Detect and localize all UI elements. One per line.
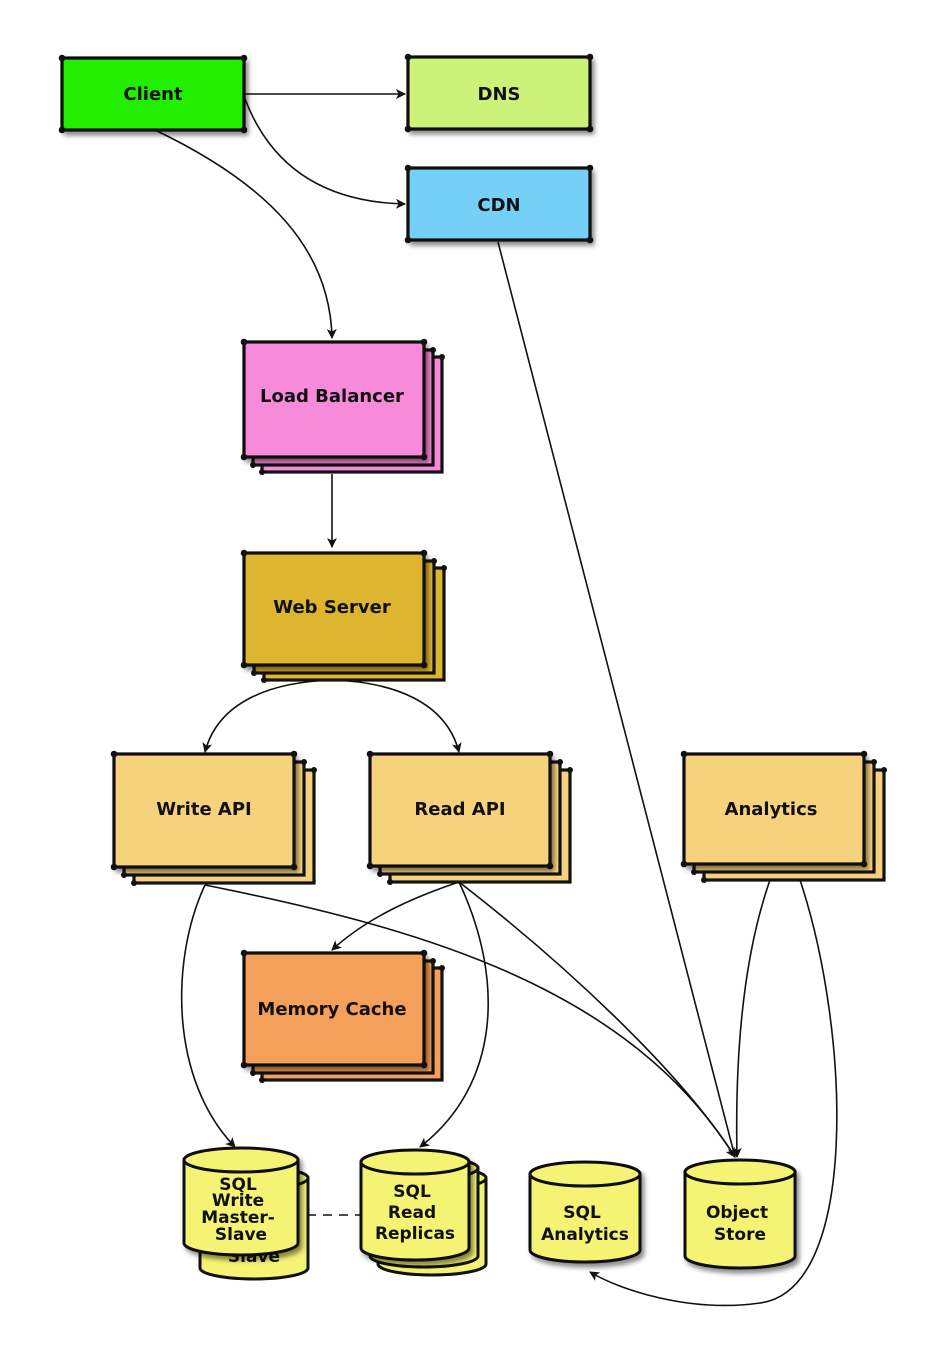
- node-sql-read[interactable]: SQL Read Replicas: [359, 1148, 488, 1277]
- edge-cdn-object-store: [497, 241, 738, 1158]
- cylinder-front: [528, 1160, 642, 1264]
- node-cdn-shape: [406, 166, 592, 242]
- node-sql-analytics[interactable]: SQL Analytics: [528, 1160, 642, 1264]
- edges: [154, 89, 838, 1307]
- edge-web-server-read-api: [331, 679, 462, 753]
- node-web-server-shape: [242, 551, 426, 667]
- corner-markers: [58, 54, 248, 134]
- corner-markers: [110, 750, 317, 886]
- node-client-label: Client: [123, 84, 183, 105]
- node-load-balancer[interactable]: Load Balancer: [240, 338, 445, 475]
- node-write-api[interactable]: Write API: [110, 750, 317, 886]
- node-sql-write-label: SQL Write Master- Slave: [201, 1175, 281, 1245]
- edge-analytics-object-store: [731, 879, 771, 1158]
- node-web-server[interactable]: Web Server: [240, 549, 447, 683]
- node-dns-label: DNS: [478, 84, 521, 105]
- cylinder-front: [683, 1158, 797, 1270]
- node-write-api-shape: [112, 752, 296, 869]
- node-analytics[interactable]: Analytics: [680, 750, 887, 883]
- corner-markers: [240, 338, 445, 475]
- edge-read-api-object-store: [458, 881, 736, 1158]
- node-sql-read-label: SQL Read Replicas: [375, 1182, 455, 1244]
- edge-write-api-object-store: [204, 884, 736, 1158]
- edge-client-cdn: [243, 95, 406, 209]
- node-dns[interactable]: DNS: [404, 53, 594, 133]
- node-analytics-shape: [682, 752, 866, 866]
- node-load-balancer-shape: [242, 340, 426, 459]
- node-memory-cache-shape: [242, 951, 426, 1067]
- node-memory-cache[interactable]: Memory Cache: [240, 949, 445, 1083]
- node-memory-cache-label: Memory Cache: [257, 999, 406, 1020]
- edge-analytics-sql-analytics: [589, 879, 838, 1307]
- node-dns-shape: [406, 55, 592, 131]
- node-cdn[interactable]: CDN: [404, 164, 594, 244]
- node-cdn-label: CDN: [477, 195, 520, 216]
- node-write-api-label: Write API: [156, 799, 251, 820]
- cylinder-front: [182, 1146, 300, 1257]
- node-client[interactable]: Client: [58, 54, 248, 134]
- corner-markers: [680, 750, 887, 883]
- edge-write-api-sql-write: [180, 884, 236, 1148]
- corner-markers: [240, 949, 445, 1083]
- edge-read-api-memory-cache: [331, 881, 460, 951]
- node-analytics-label: Analytics: [725, 799, 818, 820]
- corner-markers: [404, 164, 594, 244]
- node-object-store-label: Object Store: [706, 1203, 774, 1245]
- node-load-balancer-label: Load Balancer: [260, 386, 404, 407]
- edge-web-server-write-api: [202, 679, 333, 753]
- node-sql-write[interactable]: Slave SQL Write Master- Slave: [182, 1146, 310, 1281]
- cylinder-front: [359, 1148, 471, 1262]
- corner-markers: [366, 750, 573, 885]
- node-read-api[interactable]: Read API: [366, 750, 573, 885]
- corner-markers: [240, 549, 447, 683]
- corner-markers: [404, 53, 594, 133]
- edge-client-load-balancer: [154, 129, 337, 339]
- node-client-shape: [60, 56, 246, 132]
- node-read-api-shape: [368, 752, 552, 868]
- node-web-server-label: Web Server: [273, 597, 391, 618]
- edge-read-api-sql-read: [419, 881, 489, 1148]
- nodes: Client DNS CDN: [58, 53, 887, 1281]
- node-sql-analytics-label: SQL Analytics: [541, 1203, 629, 1245]
- node-object-store[interactable]: Object Store: [683, 1158, 797, 1270]
- node-read-api-label: Read API: [414, 799, 505, 820]
